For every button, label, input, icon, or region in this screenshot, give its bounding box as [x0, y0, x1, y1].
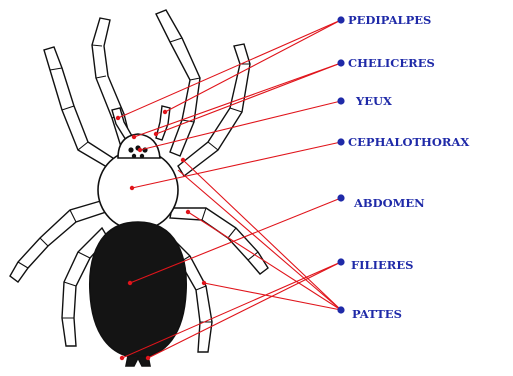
- bullet-icon: [337, 306, 344, 313]
- bullet-icon: [337, 138, 344, 145]
- spider-illustration: [10, 10, 268, 366]
- bullet-icon: [337, 16, 344, 23]
- bullet-icon: [337, 59, 344, 66]
- label-cheliceres: CHELICERES: [337, 56, 434, 70]
- bullet-icon: [337, 194, 344, 201]
- label-pedipalpes-text: PEDIPALPES: [348, 13, 431, 27]
- label-pattes-text: PATTES: [352, 307, 402, 321]
- label-cheliceres-text: CHELICERES: [348, 56, 435, 70]
- label-cephalothorax-text: CEPHALOTHORAX: [348, 135, 469, 149]
- label-yeux-text: YEUX: [355, 94, 392, 108]
- abdomen: [90, 222, 186, 358]
- label-cephalothorax: CEPHALOTHORAX: [337, 135, 469, 149]
- label-filieres-text: FILIERES: [351, 258, 413, 272]
- bullet-icon: [337, 97, 344, 104]
- label-yeux: YEUX: [337, 94, 392, 108]
- label-abdomen-text: ABDOMEN: [353, 196, 425, 210]
- bullet-icon: [337, 258, 344, 265]
- label-abdomen: ABDOMEN: [337, 194, 425, 210]
- cephalothorax: [98, 150, 178, 230]
- label-pedipalpes: PEDIPALPES: [337, 13, 431, 27]
- label-pattes: PATTES: [337, 306, 401, 321]
- label-filieres: FILIERES: [337, 258, 413, 272]
- labels: PEDIPALPES CHELICERES YEUX CEPHALOTHORAX…: [337, 13, 469, 321]
